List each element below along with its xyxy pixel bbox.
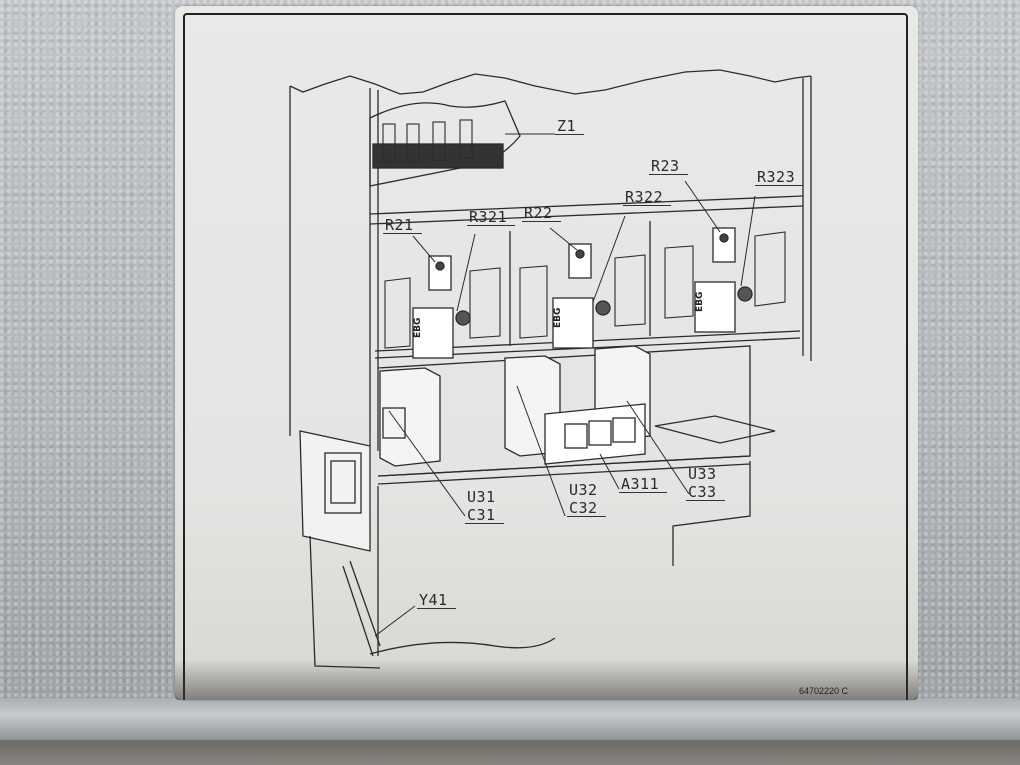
callout-U32: U32 (569, 481, 598, 499)
callout-Z1: Z1 (555, 118, 585, 135)
callout-R21: R21 (383, 217, 422, 234)
svg-text:EBG: EBG (413, 318, 423, 338)
callout-R321: R321 (467, 209, 516, 226)
callout-R23: R23 (649, 158, 688, 175)
metal-rail (0, 698, 1020, 740)
cabinet-line-drawing: EBG EBG EBG (289, 69, 812, 669)
document-number: 64702220 C (799, 686, 849, 696)
callout-Y41: Y41 (417, 592, 456, 609)
svg-text:EBG: EBG (695, 292, 705, 312)
callout-A311: A311 (619, 476, 668, 493)
callout-R323: R323 (755, 169, 804, 186)
label-bottom-shadow (175, 660, 918, 700)
component-location-label: EBG EBG EBG (175, 6, 918, 700)
floor-strip (0, 740, 1020, 765)
label-border (183, 13, 908, 700)
callout-U33: U33 (688, 465, 717, 483)
callout-R322: R322 (623, 189, 672, 206)
callout-R22: R22 (522, 205, 561, 222)
callout-U31: U31 (467, 488, 496, 506)
svg-text:EBG: EBG (553, 308, 563, 328)
callout-C33: C33 (686, 484, 725, 501)
callout-C32: C32 (567, 500, 606, 517)
callout-C31: C31 (465, 507, 504, 524)
